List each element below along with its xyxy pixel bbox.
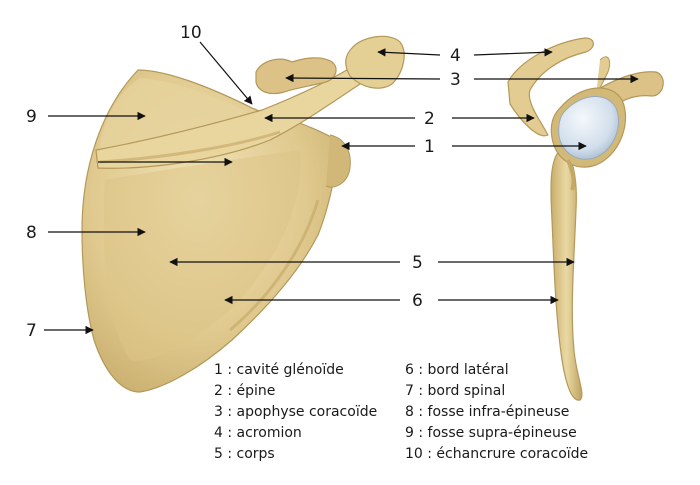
callout-8: 8 <box>26 223 37 243</box>
acromion <box>345 35 405 89</box>
callout-numbers: 10 4 3 2 1 9 8 7 5 6 <box>26 23 461 341</box>
legend-item-6: 6 : bord latéral <box>405 362 509 378</box>
callout-5: 5 <box>412 253 423 273</box>
callout-1: 1 <box>424 137 435 157</box>
legend-item-2: 2 : épine <box>214 383 276 399</box>
leader-lines <box>44 41 639 335</box>
legend-item-4: 4 : acromion <box>214 425 302 441</box>
scapula-posterior-view <box>81 35 405 393</box>
lateral-body <box>550 149 583 401</box>
callout-3: 3 <box>450 70 461 90</box>
leader-4-left <box>377 48 441 57</box>
legend-item-7: 7 : bord spinal <box>405 383 506 399</box>
lateral-acromion <box>507 37 594 137</box>
legend-item-1: 1 : cavité glénoïde <box>214 362 344 378</box>
supraspinous-fossa <box>98 78 255 160</box>
callout-9: 9 <box>26 107 37 127</box>
callout-2: 2 <box>424 109 435 129</box>
legend-item-8: 8 : fosse infra-épineuse <box>405 404 570 420</box>
coracoid-process <box>255 57 337 95</box>
callout-6: 6 <box>412 291 423 311</box>
legend-left-column: 1 : cavité glénoïde 2 : épine 3 : apophy… <box>214 360 377 465</box>
legend-right-column: 6 : bord latéral 7 : bord spinal 8 : fos… <box>405 360 588 465</box>
legend-item-3: 3 : apophyse coracoïde <box>214 404 378 420</box>
scapula-lateral-view <box>507 37 664 401</box>
leader-4-right <box>473 48 553 57</box>
callout-4: 4 <box>450 46 461 66</box>
glenoid-neck <box>325 134 351 188</box>
legend-item-9: 9 : fosse supra-épineuse <box>405 425 577 441</box>
callout-10: 10 <box>180 23 202 43</box>
glenoid-cavity <box>558 95 620 160</box>
callout-7: 7 <box>26 321 37 341</box>
leader-10 <box>199 41 253 105</box>
legend-item-5: 5 : corps <box>214 446 275 462</box>
legend-item-10: 10 : échancrure coracoïde <box>405 446 589 462</box>
leader-3-left <box>285 73 441 83</box>
infraspinous-fossa <box>103 150 301 361</box>
